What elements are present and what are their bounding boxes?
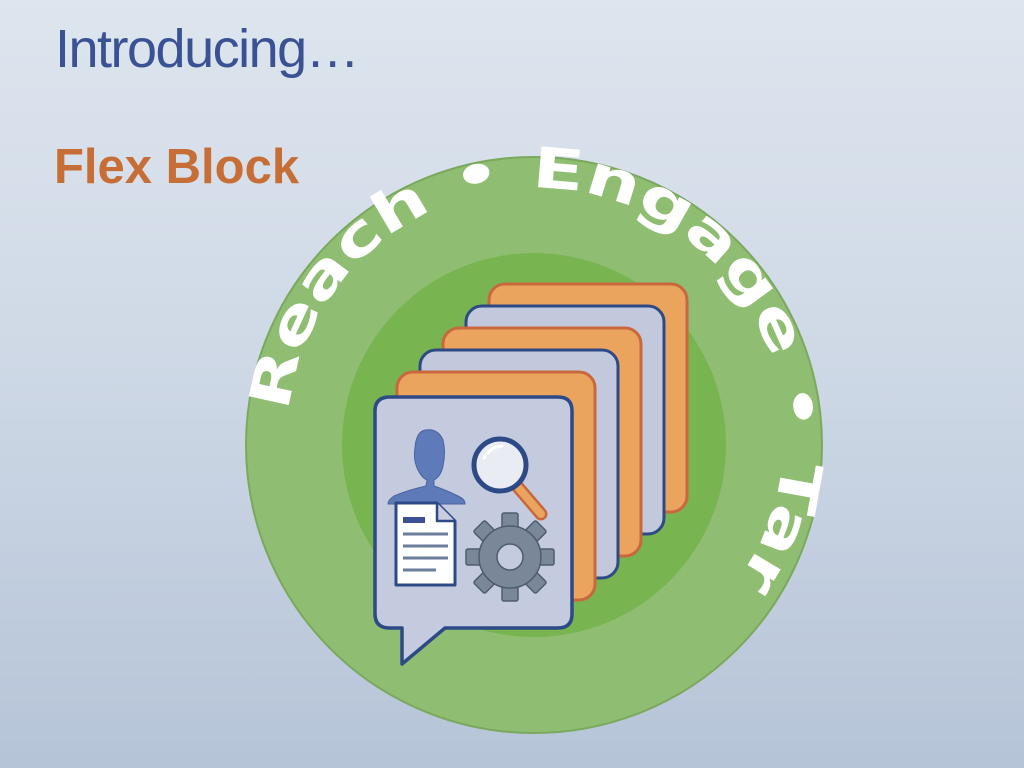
document-icon — [394, 501, 457, 587]
gear-icon — [465, 512, 555, 602]
slide-title: Introducing… — [55, 19, 360, 79]
magnifier-icon — [471, 436, 548, 521]
slide-subtitle: Flex Block — [54, 140, 300, 194]
